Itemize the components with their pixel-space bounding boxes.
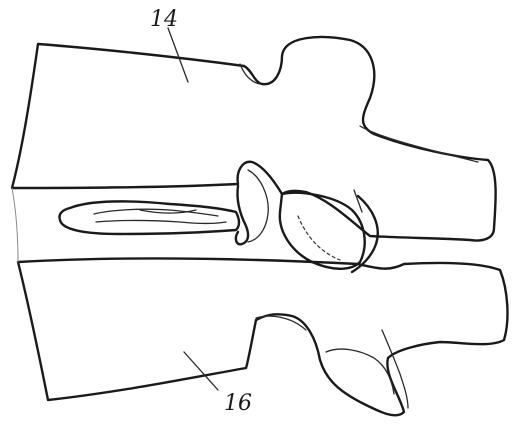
lower-process-inner-line	[382, 330, 408, 408]
transverse-arc-tick	[354, 190, 362, 212]
lower-vertebra-label: 16	[224, 391, 252, 416]
foramen-inner-2	[96, 221, 226, 224]
facet-joint-ellipse	[280, 193, 365, 269]
superior-facet-inner	[248, 170, 268, 242]
upper-vertebra-outline	[12, 37, 496, 240]
lower-label-leader	[184, 352, 218, 390]
foramen-outline	[59, 201, 239, 234]
lower-vertebra-outline	[18, 259, 507, 416]
upper-label-leader	[168, 28, 188, 82]
disc-left-edge	[12, 188, 18, 262]
facet-joint-dashed-line	[298, 216, 340, 260]
upper-vertebra-label: 14	[150, 7, 178, 32]
